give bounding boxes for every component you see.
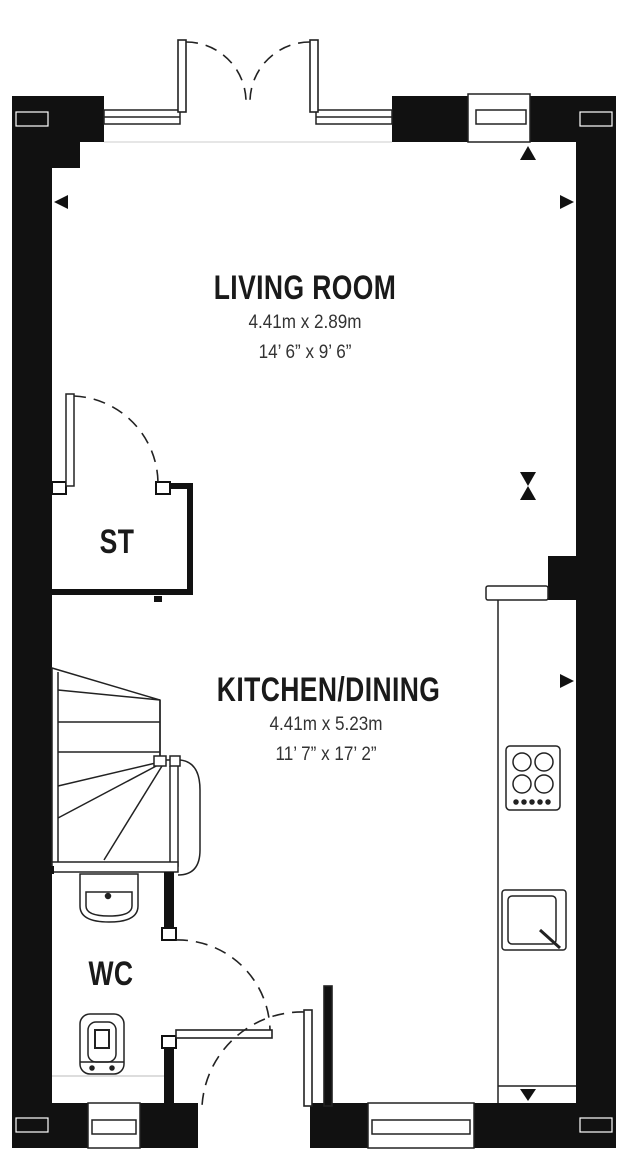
wc-name: WC	[88, 955, 134, 993]
kitchen-sink	[501, 889, 567, 951]
top-window-far-right	[467, 93, 531, 143]
wc-label: WC	[74, 954, 148, 994]
store-name: ST	[99, 523, 135, 561]
kitchen-counter	[485, 585, 576, 1103]
wall-edge-lines	[15, 111, 613, 1133]
french-doors	[104, 39, 392, 143]
living-room-label: LIVING ROOM 4.41m x 2.89m 14’ 6” x 9’ 6”	[180, 268, 430, 368]
bottom-window-right	[367, 1102, 475, 1149]
outer-walls	[12, 96, 616, 1148]
wc-door	[161, 927, 273, 1049]
top-window-left	[103, 109, 181, 125]
kitchen-dining-name: KITCHEN/DINING	[216, 671, 441, 709]
wc-basin	[79, 873, 139, 923]
top-window-right	[315, 109, 393, 125]
hob	[505, 745, 561, 811]
living-room-name: LIVING ROOM	[213, 269, 397, 307]
living-room-imperial: 14’ 6” x 9’ 6”	[258, 342, 352, 363]
store-cupboard	[51, 393, 193, 602]
store-label: ST	[80, 522, 154, 562]
bottom-window-left	[87, 1102, 141, 1149]
wc-toilet	[79, 1013, 125, 1075]
kitchen-dining-imperial: 11’ 7” x 17’ 2”	[275, 744, 377, 765]
living-room-metric: 4.41m x 2.89m	[248, 312, 362, 333]
kitchen-dining-label: KITCHEN/DINING 4.41m x 5.23m 11’ 7” x 17…	[186, 670, 466, 770]
staircase	[51, 666, 201, 876]
wc-walls	[12, 866, 174, 1103]
front-door	[201, 985, 333, 1107]
kitchen-dining-metric: 4.41m x 5.23m	[269, 714, 383, 735]
